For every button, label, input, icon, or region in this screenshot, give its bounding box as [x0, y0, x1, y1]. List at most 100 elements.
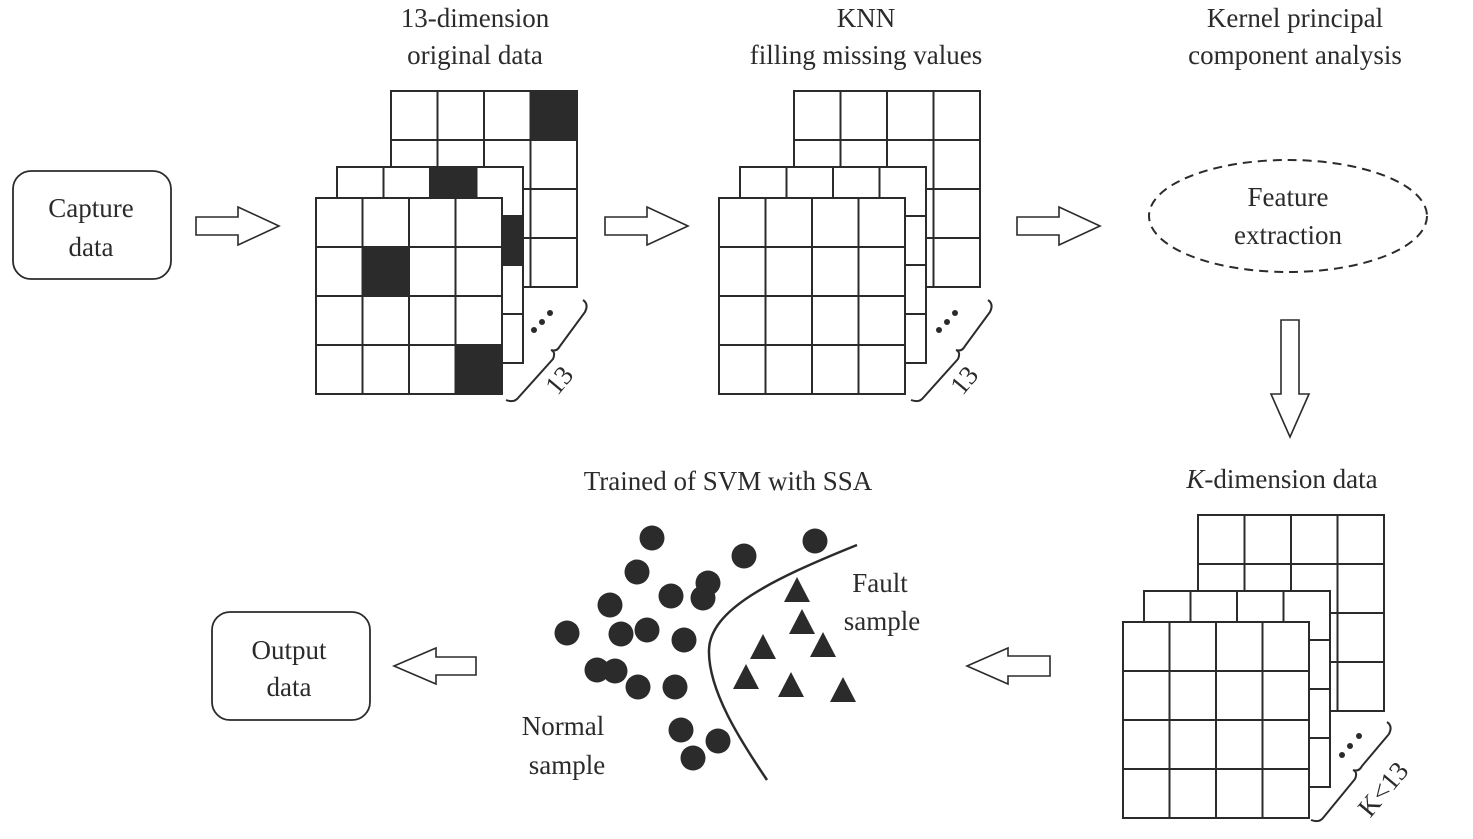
missing-cell: [529, 90, 578, 141]
normal-sample-point: [680, 745, 706, 771]
arrow-right-icon: [1016, 205, 1102, 247]
title-kdim: K-dimension data: [1185, 464, 1377, 494]
grid-cell: [1168, 670, 1217, 721]
grid-cell: [454, 197, 503, 248]
normal-sample-point: [625, 674, 651, 700]
grid-cell: [1215, 621, 1264, 672]
title-knn-line2: filling missing values: [750, 40, 983, 70]
kdim-grid-front: [1122, 621, 1310, 819]
fault-sample-point: [789, 609, 815, 634]
grid-cell: [718, 246, 767, 297]
title-kpca-line2: component analysis: [1188, 40, 1402, 70]
grid-cell: [1122, 670, 1171, 721]
grid-cell: [454, 295, 503, 346]
grid-cell: [718, 295, 767, 346]
grid-cell: [764, 246, 813, 297]
title-svm: Trained of SVM with SSA: [584, 466, 873, 496]
title-kdim-rest: -dimension data: [1204, 464, 1377, 494]
grid-cell: [529, 237, 578, 288]
grid-cell: [1261, 719, 1310, 770]
grid-cell: [529, 188, 578, 239]
grid-cell: [408, 197, 457, 248]
title-kdim-k: K: [1185, 464, 1206, 494]
fault-sample-point: [784, 577, 810, 602]
fault-label-line2: sample: [844, 606, 920, 636]
grid-cell: [361, 295, 410, 346]
arrow-right-icon: [195, 205, 281, 247]
normal-sample-point: [658, 583, 684, 609]
grid-cell: [315, 344, 364, 395]
normal-sample-point: [602, 658, 628, 684]
grid-cell: [454, 246, 503, 297]
grid-cell: [483, 90, 532, 141]
grid-cell: [1261, 768, 1310, 819]
fault-label-line1: Fault: [852, 568, 908, 598]
capture-data-box: [12, 170, 172, 280]
grid-cell: [408, 344, 457, 395]
normal-sample-point: [624, 559, 650, 585]
grid-cell: [390, 90, 439, 141]
missing-cell: [454, 344, 503, 395]
grid-cell: [315, 246, 364, 297]
decision-boundary: [707, 543, 858, 781]
grid-cell: [811, 295, 860, 346]
grid-cell: [1261, 670, 1310, 721]
arrow-right-icon: [604, 205, 690, 247]
feature-label-line1: Feature: [1248, 182, 1329, 212]
grid-cell: [361, 197, 410, 248]
output-data-box: [211, 611, 371, 721]
feature-label-line2: extraction: [1234, 220, 1342, 250]
grid-cell: [811, 197, 860, 248]
feature-extraction-ellipse: [1148, 159, 1428, 273]
grid-cell: [764, 197, 813, 248]
grid-cell: [1336, 514, 1385, 565]
grid-cell: [436, 90, 485, 141]
fault-sample-point: [778, 672, 804, 697]
grid-cell: [1290, 514, 1339, 565]
grid-cell: [1336, 563, 1385, 614]
normal-sample-point: [584, 657, 610, 683]
grid-cell: [839, 90, 888, 141]
grid-cell: [764, 344, 813, 395]
grid-cell: [1215, 670, 1264, 721]
grid-cell: [1336, 661, 1385, 712]
missing-cell: [361, 246, 410, 297]
grid-cell: [1336, 612, 1385, 663]
brace-knn-count: 13: [944, 360, 984, 400]
arrow-left-icon: [965, 646, 1051, 686]
grid-cell: [1215, 768, 1264, 819]
fault-sample-point: [830, 677, 856, 702]
normal-sample-point: [668, 717, 694, 743]
grid-cell: [1122, 621, 1171, 672]
fault-sample-point: [810, 632, 836, 657]
arrow-down-icon: [1269, 319, 1311, 439]
grid-cell: [1122, 719, 1171, 770]
grid-cell: [932, 90, 981, 141]
svm-scatter: [554, 525, 856, 771]
grid-cell: [315, 295, 364, 346]
normal-label-line2: sample: [529, 750, 605, 780]
fault-sample-point: [750, 634, 776, 659]
grid-cell: [932, 139, 981, 190]
normal-sample-point: [554, 620, 580, 646]
grid-cell: [932, 188, 981, 239]
grid-cell: [1168, 621, 1217, 672]
grid-cell: [857, 295, 906, 346]
original-grid-front: [315, 197, 503, 395]
grid-cell: [1168, 719, 1217, 770]
knn-grid-front: [718, 197, 906, 395]
arrow-left-icon: [391, 646, 477, 686]
grid-cell: [1168, 768, 1217, 819]
grid-cell: [793, 90, 842, 141]
grid-cell: [529, 139, 578, 190]
capture-label-line2: data: [69, 232, 114, 262]
grid-cell: [886, 90, 935, 141]
brace-original-count: 13: [539, 360, 579, 400]
grid-cell: [1122, 768, 1171, 819]
grid-cell: [857, 344, 906, 395]
grid-cell: [857, 246, 906, 297]
grid-cell: [408, 246, 457, 297]
normal-sample-point: [597, 592, 623, 618]
normal-sample-point: [634, 617, 660, 643]
